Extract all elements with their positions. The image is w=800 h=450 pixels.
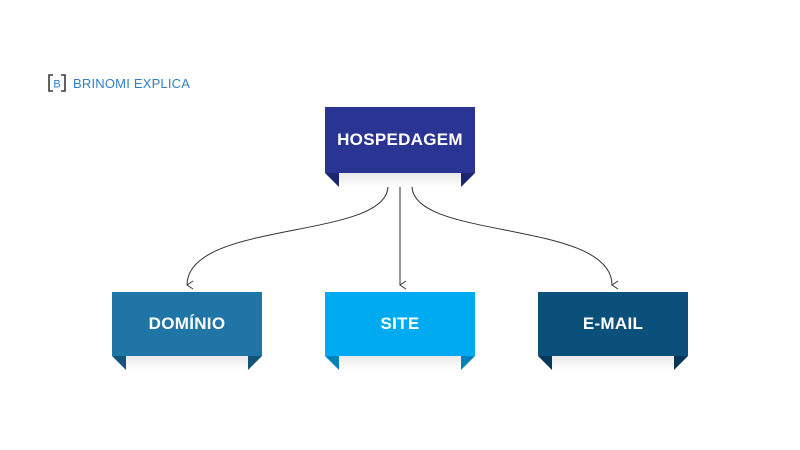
node-email: E-MAIL (538, 292, 688, 370)
brand-logo: B BRINOMI EXPLICA (48, 72, 190, 94)
node-hospedagem-label: HOSPEDAGEM (337, 130, 463, 149)
brand-mark-letter: B (53, 79, 60, 91)
node-dominio-label: DOMÍNIO (148, 314, 226, 333)
node-site: SITE (325, 292, 475, 370)
node-dominio: DOMÍNIO (112, 292, 262, 370)
arrow-to-email (411, 185, 619, 290)
arrow-to-dominio (186, 185, 389, 290)
brand-mark-icon: B (48, 74, 66, 92)
node-email-label: E-MAIL (582, 314, 644, 333)
node-hospedagem: HOSPEDAGEM (325, 107, 475, 187)
node-site-label: SITE (380, 314, 420, 333)
brand-name: BRINOMI EXPLICA (73, 75, 191, 91)
